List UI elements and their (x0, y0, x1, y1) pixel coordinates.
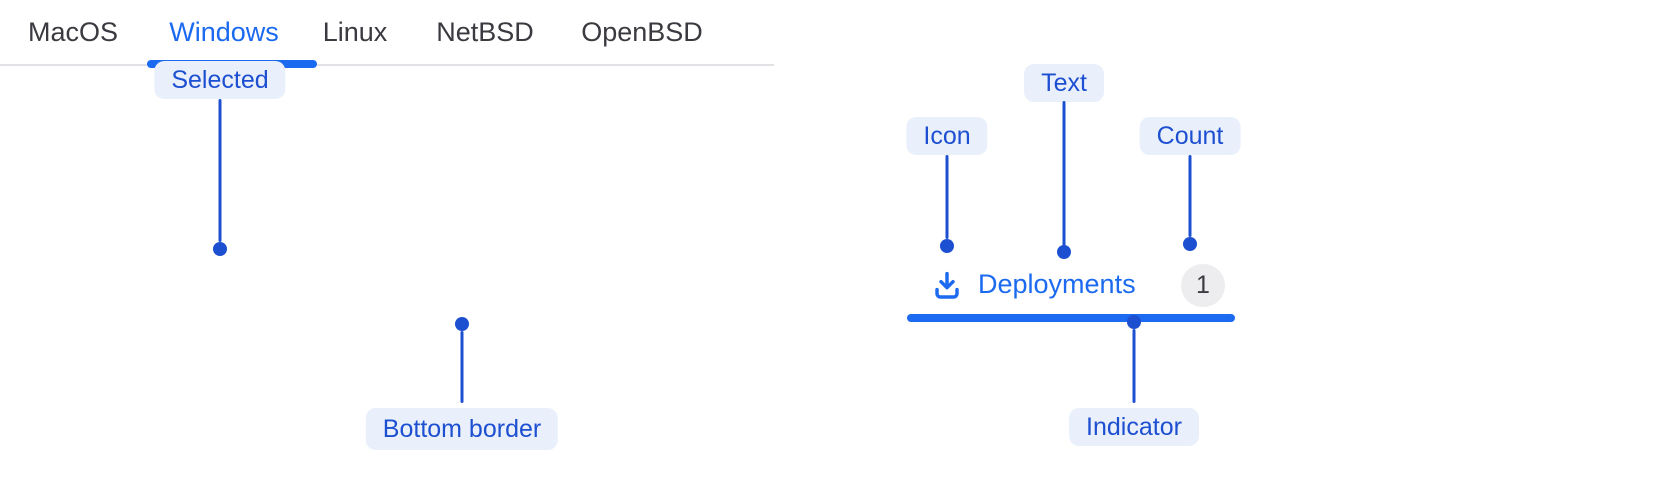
tab-netbsd[interactable]: NetBSD (436, 16, 534, 47)
tab-bar-bottom-border (0, 64, 774, 66)
tab-label: Deployments (978, 268, 1136, 299)
tab-active-indicator (907, 314, 1235, 322)
annotation-indicator-line (1132, 329, 1136, 403)
tab-bar: MacOS Windows Linux NetBSD OpenBSD (0, 0, 774, 68)
annotation-bottom-border-label: Bottom border (365, 408, 559, 450)
annotation-bottom-border-line (460, 331, 464, 403)
annotation-icon-dot (940, 239, 954, 253)
annotation-text-label: Text (1024, 64, 1104, 102)
annotation-indicator-dot (1127, 315, 1141, 329)
annotation-icon-label: Icon (906, 117, 988, 155)
annotation-text-line (1062, 101, 1066, 246)
annotation-count-line (1188, 155, 1192, 237)
annotation-selected-dot (213, 242, 227, 256)
tab-windows[interactable]: Windows (169, 16, 279, 47)
tab-deployments[interactable]: Deployments 1 (907, 254, 1235, 322)
annotation-count-label: Count (1139, 117, 1241, 155)
download-icon (931, 269, 963, 301)
annotation-selected-label: Selected (154, 61, 286, 99)
annotation-count-dot (1183, 237, 1197, 251)
annotation-icon-line (945, 155, 949, 239)
annotation-indicator-label: Indicator (1069, 408, 1199, 446)
tab-openbsd[interactable]: OpenBSD (581, 16, 703, 47)
tab-count-badge: 1 (1181, 264, 1225, 307)
annotation-bottom-border-dot (455, 317, 469, 331)
annotation-text-dot (1057, 245, 1071, 259)
tab-linux[interactable]: Linux (322, 16, 388, 47)
tab-macos[interactable]: MacOS (27, 16, 119, 47)
annotation-selected-line (218, 99, 222, 242)
